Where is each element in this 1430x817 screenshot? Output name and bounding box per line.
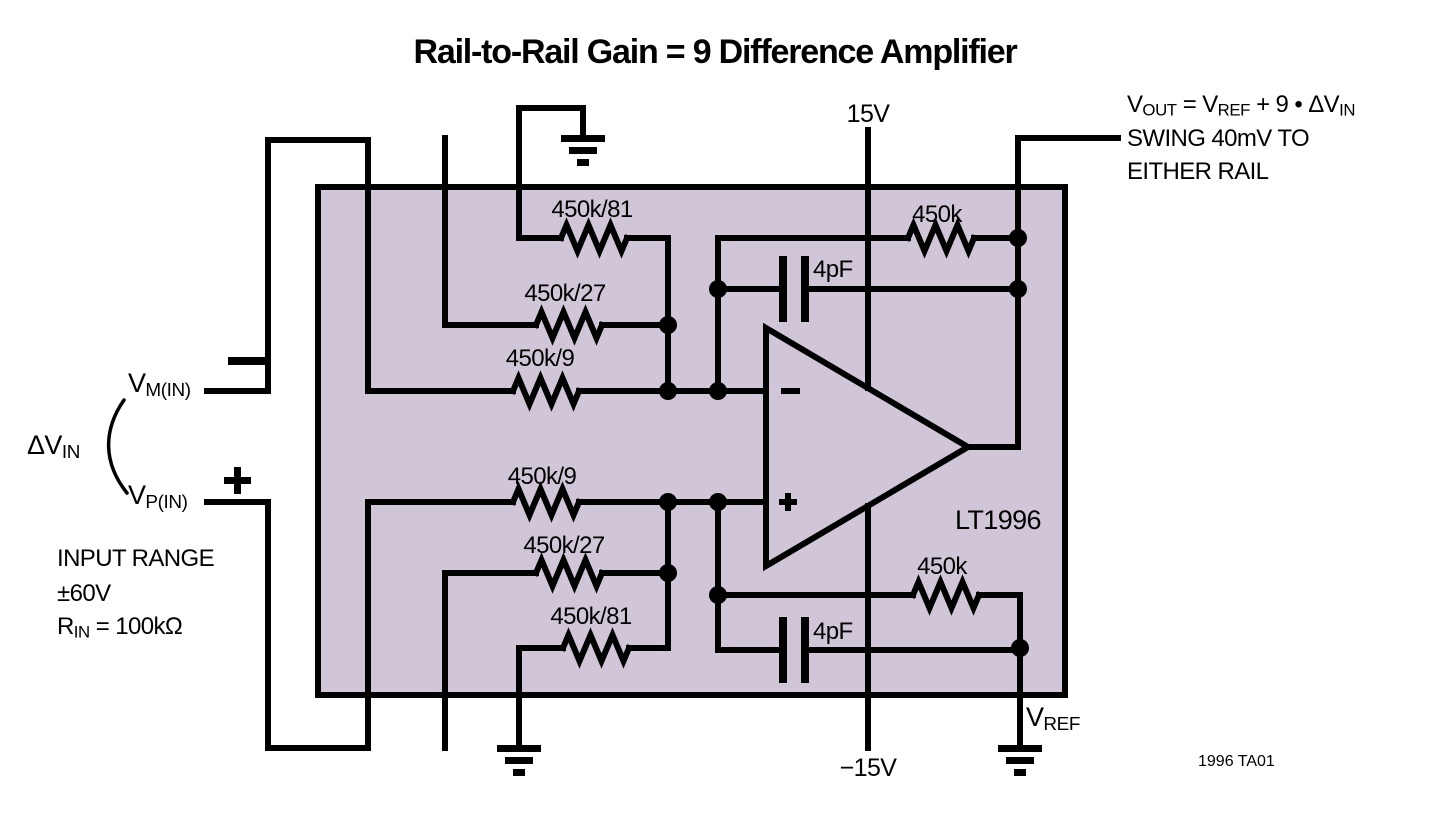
vref-main: V xyxy=(1026,702,1044,732)
output-swing-line1: SWING 40mV TO xyxy=(1127,125,1310,152)
rin-sub: IN xyxy=(73,622,90,642)
opamp-plus-icon xyxy=(779,493,797,511)
ground-icon-vref xyxy=(998,745,1042,776)
capacitor-top-plate-left xyxy=(779,256,787,322)
junction-dot xyxy=(659,382,677,400)
capacitor-top-label: 4pF xyxy=(813,256,853,283)
ground-bar xyxy=(1014,769,1026,776)
wire-fbbot-row-right xyxy=(976,592,1023,748)
eq-out-sub: OUT xyxy=(1142,100,1177,120)
vm-sub: M(IN) xyxy=(145,380,191,402)
supply-neg15v-label: −15V xyxy=(839,754,897,782)
eq-mid2: + 9 • ΔV xyxy=(1250,91,1340,118)
rin-main: R xyxy=(57,613,74,640)
wire-bot81-to-ground xyxy=(516,645,566,748)
ground-bar xyxy=(561,135,605,142)
eq-mid: = V xyxy=(1176,91,1219,118)
capacitor-top-icon xyxy=(779,256,809,322)
junction-dots xyxy=(659,229,1029,657)
delta-vin-brace xyxy=(106,398,129,495)
delta-vin-label: ΔVIN xyxy=(27,431,80,463)
output-equation: VOUT = VREF + 9 • ΔVIN xyxy=(1127,92,1355,119)
rin-rest: = 100kΩ xyxy=(89,613,183,640)
resistor-feedback-top-symbol xyxy=(904,217,978,259)
delta-sub: IN xyxy=(61,442,80,464)
ground-bar xyxy=(1006,757,1034,764)
vref-label: VREF xyxy=(1026,703,1080,735)
supply-15v-label: 15V xyxy=(846,100,890,128)
vm-input-label: VM(IN) xyxy=(128,369,191,401)
vp-plus-sign-icon xyxy=(224,467,251,494)
junction-dot xyxy=(709,586,727,604)
junction-dot xyxy=(659,493,677,511)
vp-main: V xyxy=(128,480,146,510)
resistor-top81-label: 450k/81 xyxy=(551,196,633,223)
ground-bar xyxy=(513,769,525,776)
eq-ref-sub: REF xyxy=(1217,100,1251,120)
ground-icon-top xyxy=(561,135,605,166)
opamp-minus-icon xyxy=(781,388,800,394)
capacitor-top-plate-right xyxy=(801,256,809,322)
resistor-feedback-bottom-symbol xyxy=(909,574,983,616)
input-range-line2: ±60V xyxy=(57,580,111,607)
ground-bar xyxy=(998,745,1042,752)
wire-vp-route xyxy=(204,499,516,751)
capacitor-bottom-plate-left xyxy=(779,617,787,683)
ground-bar xyxy=(577,159,589,166)
resistor-feedback-bottom-label: 450k xyxy=(917,553,967,580)
ground-icon-bottom-left xyxy=(497,745,541,776)
capacitor-bottom-label: 4pF xyxy=(813,618,853,645)
ground-bar xyxy=(569,147,597,154)
resistor-top27-symbol xyxy=(532,304,606,346)
junction-dot xyxy=(1009,229,1027,247)
vref-sub: REF xyxy=(1043,714,1081,736)
delta-main: ΔV xyxy=(27,430,62,460)
resistor-bot27-symbol xyxy=(532,552,606,594)
wire-bot81-right xyxy=(626,499,671,651)
wire-vm-route xyxy=(204,137,516,394)
ground-bar xyxy=(505,757,533,764)
resistor-top27-label: 450k/27 xyxy=(524,280,606,307)
input-range-line1: INPUT RANGE xyxy=(57,545,215,572)
resistor-top9-symbol xyxy=(509,370,583,412)
resistor-bot9-label: 450k/9 xyxy=(507,463,577,490)
opamp-plus-vbar xyxy=(785,493,791,511)
resistor-bot9-symbol xyxy=(509,481,583,523)
ground-bar xyxy=(497,745,541,752)
wire-bot27-left-pin xyxy=(442,570,539,751)
vp-sub: P(IN) xyxy=(145,492,188,514)
wire-top81-right xyxy=(624,235,671,394)
output-swing-line2: EITHER RAIL xyxy=(1127,158,1269,185)
vm-minus-sign-icon xyxy=(228,357,267,365)
junction-dot xyxy=(1011,639,1029,657)
figure-annotation: 1996 TA01 xyxy=(1198,753,1275,770)
junction-dot xyxy=(1009,280,1027,298)
junction-dot xyxy=(709,382,727,400)
capacitor-bottom-plate-right xyxy=(801,617,809,683)
capacitor-bottom-icon xyxy=(779,617,809,683)
resistor-bot81-label: 450k/81 xyxy=(550,603,632,630)
eq-in-sub: IN xyxy=(1339,100,1356,120)
junction-dot xyxy=(659,316,677,334)
vp-input-label: VP(IN) xyxy=(128,481,188,513)
resistor-top9-label: 450k/9 xyxy=(505,345,575,372)
eq-v: V xyxy=(1127,91,1143,118)
opamp-triangle xyxy=(763,322,974,572)
junction-dot xyxy=(659,564,677,582)
vm-main: V xyxy=(128,368,146,398)
resistor-top81-symbol xyxy=(557,217,631,259)
resistor-feedback-top-label: 450k xyxy=(912,201,962,228)
wire-top81-to-ground xyxy=(516,105,586,241)
vp-plus-vbar xyxy=(234,467,241,494)
wire-top27-left-pin xyxy=(442,135,539,328)
junction-dot xyxy=(709,493,727,511)
ic-part-number: LT1996 xyxy=(955,505,1042,535)
rin-label: RIN = 100kΩ xyxy=(57,613,183,642)
resistor-bot81-symbol xyxy=(559,627,633,669)
resistor-bot27-label: 450k/27 xyxy=(523,532,605,559)
page-title: Rail-to-Rail Gain = 9 Difference Amplifi… xyxy=(413,33,1018,71)
junction-dot xyxy=(709,280,727,298)
